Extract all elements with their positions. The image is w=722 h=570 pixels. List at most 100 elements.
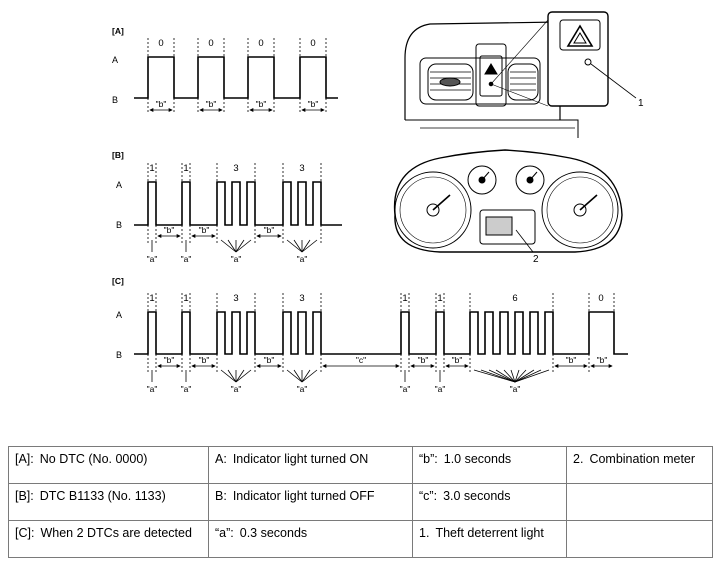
legend-key: A: (215, 452, 227, 466)
legend-row: [C]: When 2 DTCs are detected “a”: 0.3 sec… (8, 520, 713, 558)
legend-key: [C]: (15, 526, 35, 540)
legend-cell: B: Indicator light turned OFF (208, 483, 413, 521)
dtc-flash-pattern-diagram: [A] A B 0 0 0 0 "b" "b" "b" "b" [B] (112, 11, 644, 394)
label-a-C1: "a" (147, 384, 158, 394)
level-B-label: B (112, 95, 118, 105)
callout-1: 1 (638, 98, 644, 109)
label-b-A2: "b" (206, 99, 217, 109)
label-a-C4: "a" (297, 384, 308, 394)
label-b-B3: "b" (264, 225, 275, 235)
legend-cell (566, 520, 713, 558)
label-b-C1: "b" (164, 355, 175, 365)
legend-cell: [A]: No DTC (No. 0000) (8, 446, 209, 484)
legend-text: Indicator light turned ON (232, 452, 369, 466)
legend-key: “c”: (419, 489, 438, 503)
label-b-C2: "b" (199, 355, 210, 365)
legend-text: DTC B1133 (No. 1133) (39, 489, 166, 503)
count-B-4: 3 (299, 163, 304, 174)
section-label-B: [B] (112, 150, 124, 160)
pattern-A: [A] A B 0 0 0 0 "b" "b" "b" "b" (112, 26, 338, 114)
count-C-1: 1 (149, 293, 154, 304)
legend-cell (566, 483, 713, 521)
label-b-B1: "b" (164, 225, 175, 235)
dash-lines-A (147, 38, 327, 114)
legend-text: When 2 DTCs are detected (40, 526, 192, 540)
count-B-3: 3 (233, 163, 238, 174)
legend-row: [B]: DTC B1133 (No. 1133) B: Indicator lig… (8, 483, 713, 521)
label-a-B4: "a" (297, 254, 308, 264)
label-b-B2: "b" (199, 225, 210, 235)
legend-key: 2. (573, 452, 584, 466)
count-C-5: 1 (402, 293, 407, 304)
label-a-C6: "a" (435, 384, 446, 394)
waveform-B (134, 181, 342, 226)
count-A-1: 0 (158, 38, 163, 49)
waveform-A (134, 56, 338, 99)
pattern-B: [B] A B 1 1 3 3 "b" "b" "b" (112, 150, 342, 264)
legend-cell: 1. Theft deterrent light (412, 520, 567, 558)
a-pointers-C (151, 369, 550, 383)
legend-key: “a”: (215, 526, 234, 540)
level-B-label-B: B (116, 220, 122, 230)
label-a-B3: "a" (231, 254, 242, 264)
a-pointers-B (151, 239, 318, 253)
label-c-C: "c" (356, 355, 366, 365)
count-C-8: 0 (598, 293, 603, 304)
legend-cell: [C]: When 2 DTCs are detected (8, 520, 209, 558)
label-b-A1: "b" (156, 99, 167, 109)
section-label-A: [A] (112, 26, 124, 36)
legend-cell: “b”: 1.0 seconds (412, 446, 567, 484)
legend-key: “b”: (419, 452, 438, 466)
legend-cell: “c”: 3.0 seconds (412, 483, 567, 521)
dash-lines-B (147, 163, 322, 245)
count-C-4: 3 (299, 293, 304, 304)
count-C-3: 3 (233, 293, 238, 304)
label-a-B1: "a" (147, 254, 158, 264)
label-b-C3: "b" (264, 355, 275, 365)
legend-text: 1.0 seconds (443, 452, 512, 466)
label-b-A4: "b" (308, 99, 319, 109)
legend-cell: “a”: 0.3 seconds (208, 520, 413, 558)
count-C-6: 1 (437, 293, 442, 304)
label-a-C2: "a" (181, 384, 192, 394)
legend-cell: A: Indicator light turned ON (208, 446, 413, 484)
label-a-C7: "a" (510, 384, 521, 394)
legend-key: 1. (419, 526, 430, 540)
legend-text: 3.0 seconds (443, 489, 511, 503)
section-label-C: [C] (112, 276, 124, 286)
level-A-label: A (112, 55, 118, 65)
label-b-C4: "b" (418, 355, 429, 365)
legend-key: [A]: (15, 452, 34, 466)
count-B-2: 1 (183, 163, 188, 174)
count-A-2: 0 (208, 38, 213, 49)
count-C-2: 1 (183, 293, 188, 304)
legend-text: Indicator light turned OFF (232, 489, 375, 503)
legend-text: No DTC (No. 0000) (39, 452, 148, 466)
label-b-C6: "b" (566, 355, 577, 365)
level-A-label-B: A (116, 180, 122, 190)
count-C-7: 6 (512, 293, 517, 304)
legend-cell: [B]: DTC B1133 (No. 1133) (8, 483, 209, 521)
label-b-A3: "b" (256, 99, 267, 109)
count-A-3: 0 (258, 38, 263, 49)
legend-key: B: (215, 489, 227, 503)
label-b-C7: "b" (597, 355, 608, 365)
callout-2: 2 (533, 254, 539, 265)
legend-text: Theft deterrent light (435, 526, 544, 540)
legend-row: [A]: No DTC (No. 0000) A: Indicator light … (8, 446, 713, 484)
count-B-1: 1 (149, 163, 154, 174)
label-b-C5: "b" (452, 355, 463, 365)
combination-meter-illustration (393, 149, 623, 253)
legend-text: Combination meter (589, 452, 696, 466)
waveform-C (134, 311, 628, 355)
count-A-4: 0 (310, 38, 315, 49)
label-a-C5: "a" (400, 384, 411, 394)
legend-cell: 2. Combination meter (566, 446, 713, 484)
label-a-C3: "a" (231, 384, 242, 394)
legend-key: [B]: (15, 489, 34, 503)
dash-lines-C (147, 293, 615, 374)
level-B-label-C: B (116, 350, 122, 360)
label-a-B2: "a" (181, 254, 192, 264)
dashboard-illustration (404, 11, 637, 138)
legend-text: 0.3 seconds (239, 526, 308, 540)
